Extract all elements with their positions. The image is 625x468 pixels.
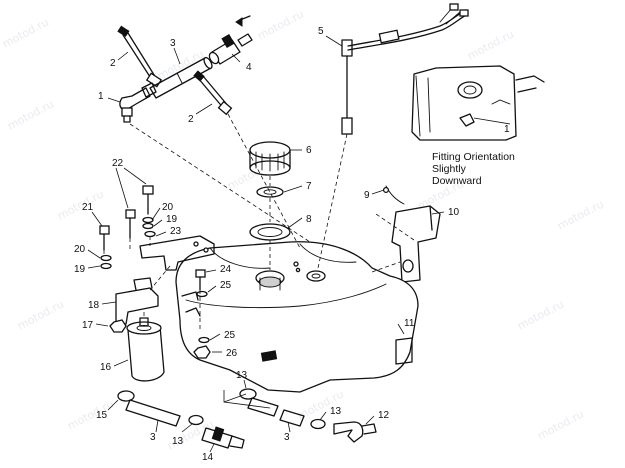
callout-19: 19 <box>166 214 178 225</box>
part-fuel-cap <box>249 141 291 176</box>
watermark: motod.ru <box>0 15 51 50</box>
callout-25: 25 <box>220 280 232 291</box>
watermark: motod.ru <box>515 297 566 332</box>
callout-18: 18 <box>88 300 100 311</box>
callout-3: 3 <box>284 432 290 443</box>
callout-12: 12 <box>378 410 390 421</box>
part-clamp-bolt-upper <box>117 25 163 88</box>
callout-13: 13 <box>330 406 342 417</box>
note-line-2: Slightly <box>432 163 467 175</box>
callout-2: 2 <box>110 58 116 69</box>
callout-15: 15 <box>96 410 108 421</box>
callout-24: 24 <box>220 264 232 275</box>
callout-13: 13 <box>236 370 248 381</box>
watermark: motod.ru <box>535 407 586 442</box>
watermark: motod.ru <box>465 27 516 62</box>
watermark: motod.ru <box>255 7 306 42</box>
callout-26: 26 <box>226 348 238 359</box>
callout-13: 13 <box>172 436 184 447</box>
part-clamp-bolt-lower <box>193 70 233 116</box>
part-fuel-filter <box>126 317 165 382</box>
callouts: 1 2 3 4 2 5 6 7 8 9 10 11 12 13 13 13 14… <box>74 26 510 463</box>
callout-20: 20 <box>74 244 86 255</box>
callout-23: 23 <box>170 226 182 237</box>
leader-lines <box>87 35 445 453</box>
callout-19: 19 <box>74 264 86 275</box>
callout-2: 2 <box>188 114 194 125</box>
callout-16: 16 <box>100 362 112 373</box>
callout-22: 22 <box>112 158 124 169</box>
inset-tank-orientation <box>411 65 545 141</box>
callout-14: 14 <box>202 452 214 463</box>
callout-20: 20 <box>162 202 174 213</box>
part-fuel-hose-upper <box>149 56 213 99</box>
callout-25: 25 <box>224 330 236 341</box>
callout-8: 8 <box>306 214 312 225</box>
callout-4: 4 <box>246 62 252 73</box>
part-cap-gasket <box>256 186 284 198</box>
note-line-1: Fitting Orientation <box>432 151 515 163</box>
callout-3: 3 <box>150 432 156 443</box>
callout-9: 9 <box>364 190 370 201</box>
watermark: motod.ru <box>555 197 606 232</box>
callout-21: 21 <box>82 202 94 213</box>
note-line-3: Downward <box>432 175 482 187</box>
callout-1: 1 <box>98 91 104 102</box>
part-sender-wire <box>341 3 469 135</box>
part-lower-hoses <box>117 388 377 449</box>
callout-inset-1: 1 <box>504 124 510 135</box>
callout-17: 17 <box>82 320 94 331</box>
part-tank-bracket <box>375 185 441 283</box>
part-inline-valve <box>208 15 253 65</box>
orientation-note: Fitting Orientation Slightly Downward <box>432 151 515 187</box>
callout-6: 6 <box>306 145 312 156</box>
watermark: motod.ru <box>5 97 56 132</box>
watermark: motod.ru <box>55 187 106 222</box>
watermark: motod.ru <box>15 297 66 332</box>
callout-7: 7 <box>306 181 312 192</box>
callout-10: 10 <box>448 207 460 218</box>
part-fuel-tank <box>175 241 419 393</box>
watermark: motod.ru <box>65 397 116 432</box>
callout-3: 3 <box>170 38 176 49</box>
part-filter-bracket-assy <box>99 185 215 359</box>
callout-5: 5 <box>318 26 324 37</box>
callout-11: 11 <box>404 318 415 329</box>
routing-lines <box>129 113 348 318</box>
part-elbow-fitting <box>119 82 157 123</box>
part-neck-ring <box>249 223 291 241</box>
